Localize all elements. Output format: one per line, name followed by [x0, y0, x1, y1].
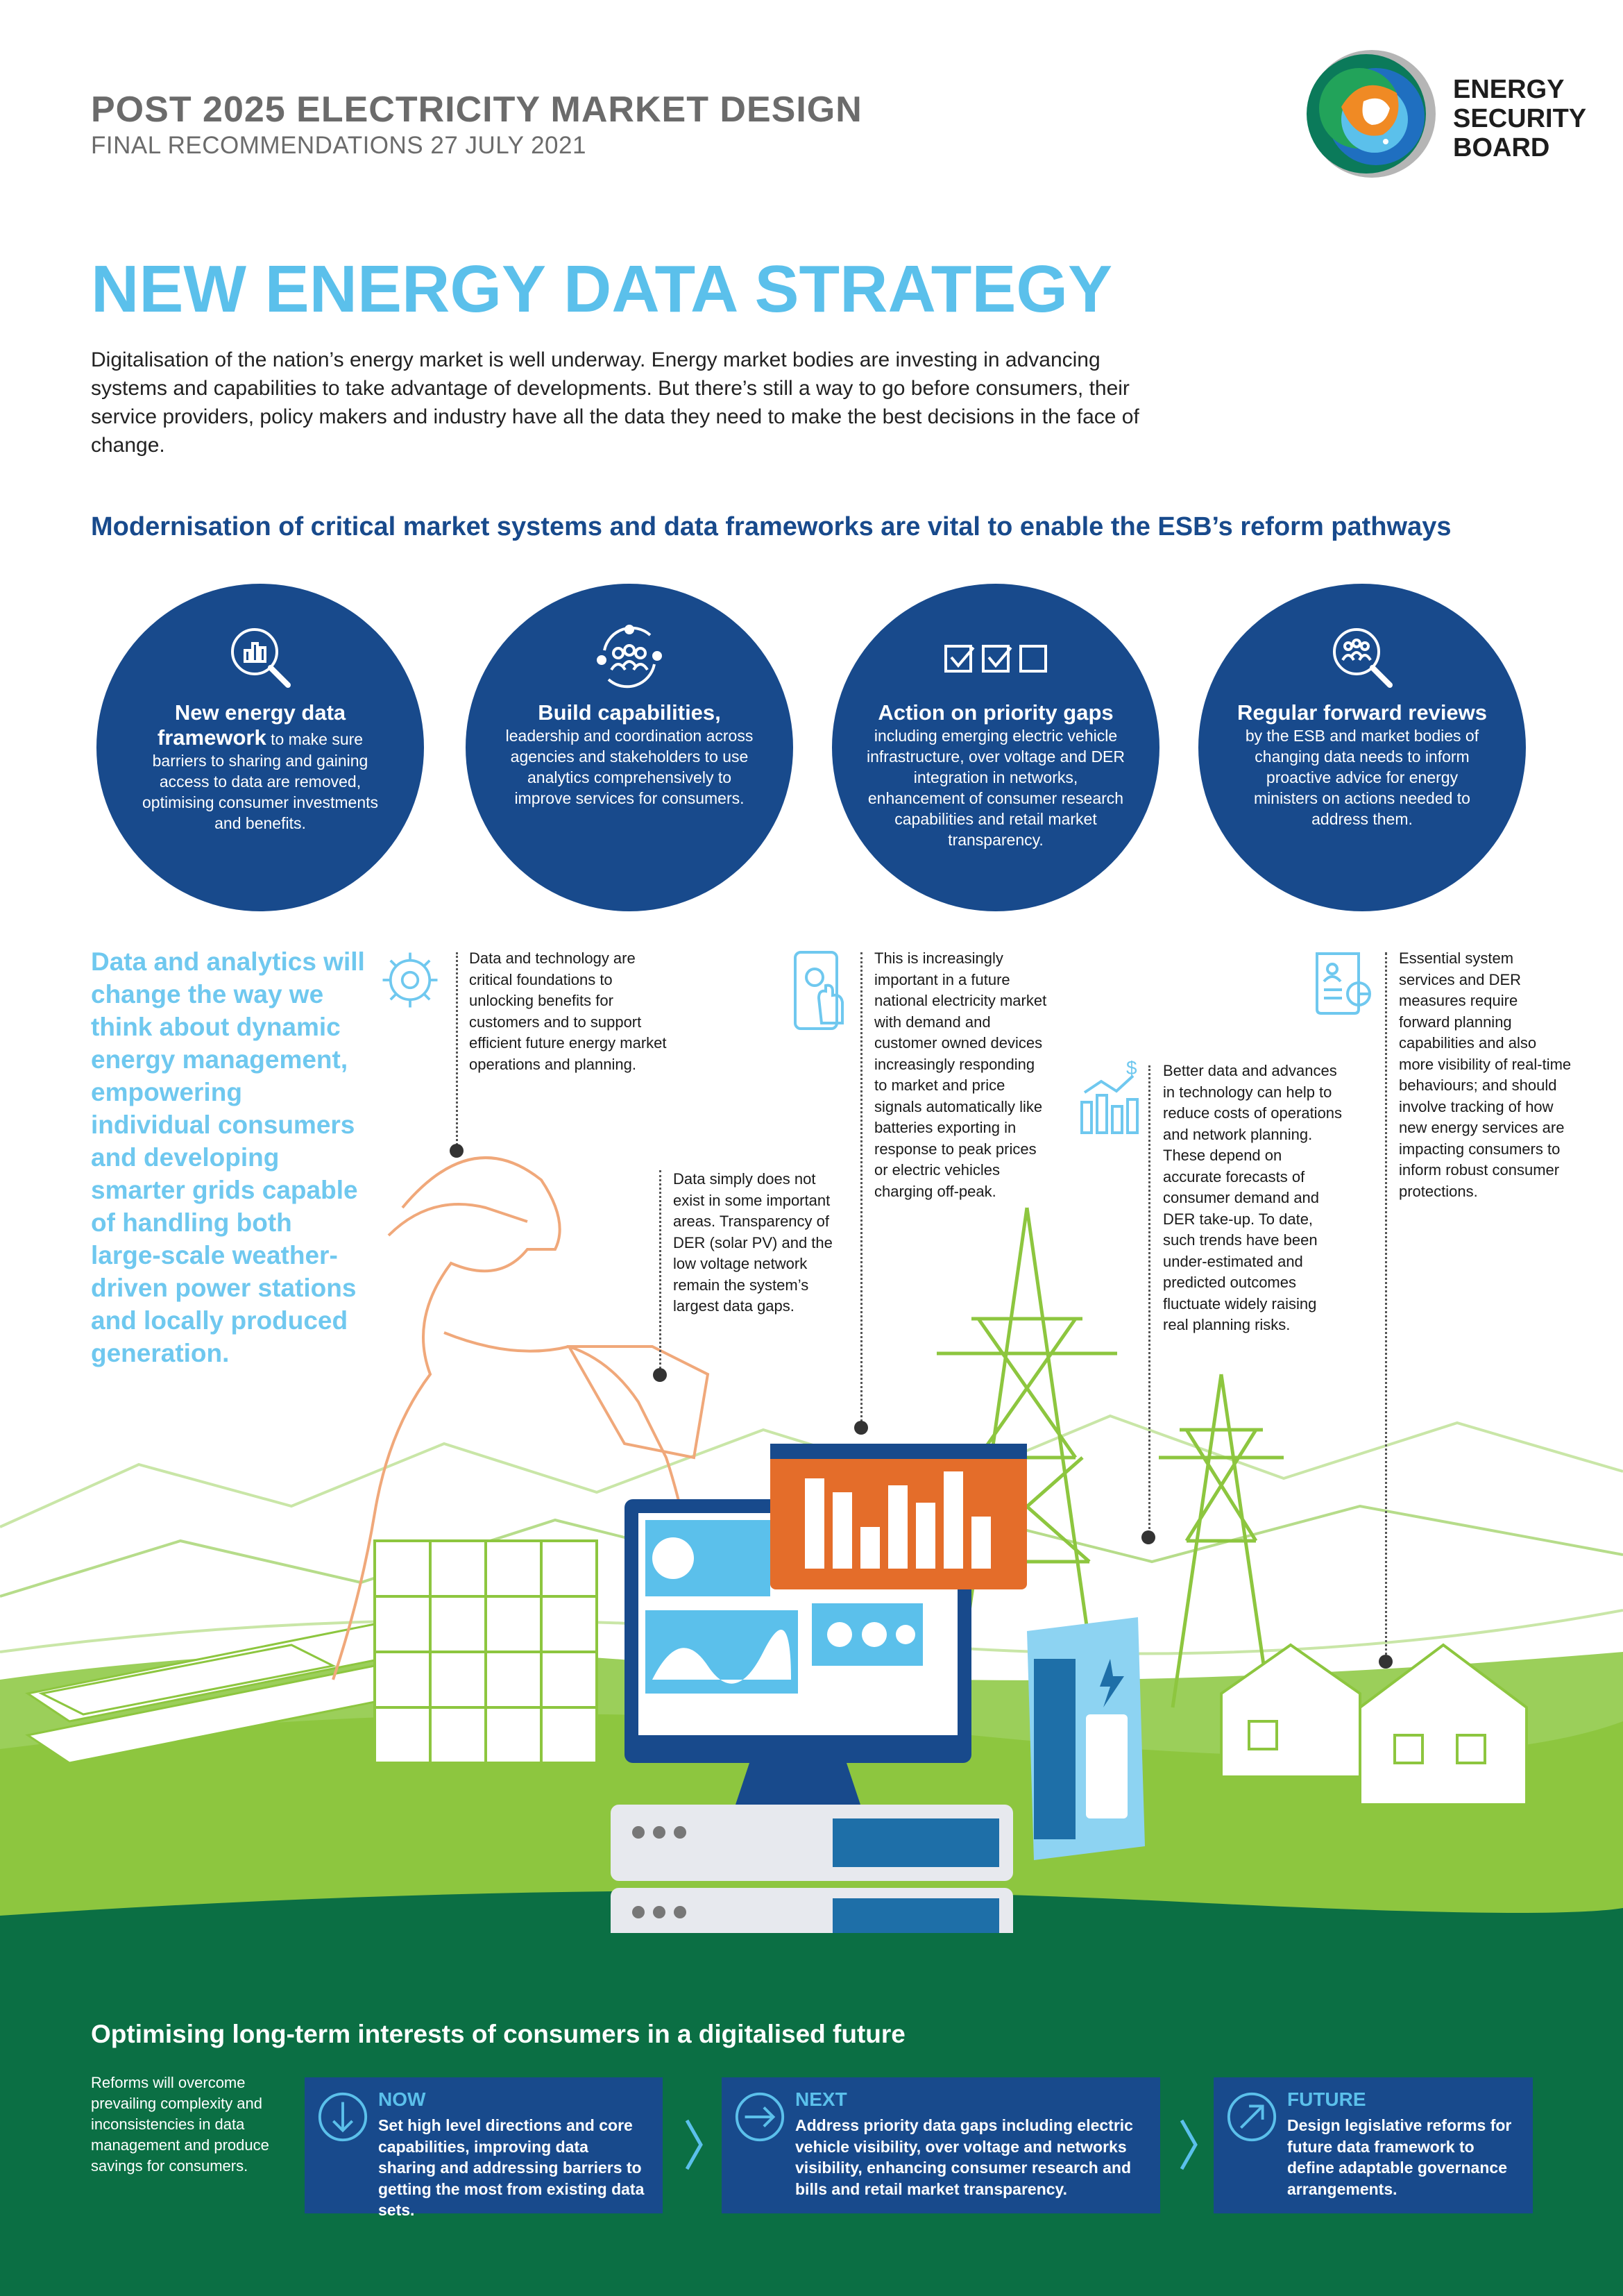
callout-dot — [450, 1144, 464, 1158]
chevron-right-icon — [1180, 2119, 1198, 2170]
arrow-up-right-circle-icon — [1227, 2092, 1277, 2142]
people-magnifier-icon — [1333, 628, 1393, 688]
note-demand-response: This is increasingly important in a futu… — [874, 949, 1047, 1200]
chevron-right-icon — [685, 2119, 703, 2170]
bottom-summary: Reforms will overcome prevailing complex… — [91, 2074, 269, 2175]
arrow-down-circle-icon — [318, 2092, 368, 2142]
stage-label: FUTURE — [1287, 2088, 1366, 2110]
pillar-title: Regular forward reviews — [1237, 700, 1488, 725]
svg-text:$: $ — [1126, 1061, 1137, 1079]
esb-logo-icon — [1307, 50, 1436, 178]
stage-text: Set high level directions and core capab… — [378, 2116, 645, 2219]
callout-dot — [653, 1368, 667, 1382]
callout-line — [456, 952, 458, 1149]
callout-line — [1148, 1065, 1150, 1537]
callout-dot — [1141, 1530, 1155, 1544]
bottom-heading: Optimising long-term interests of consum… — [91, 2020, 906, 2048]
note-system-services: Essential system services and DER measur… — [1399, 949, 1572, 1200]
lead-statement: Data and analytics will change the way w… — [91, 947, 365, 1367]
report-subtitle: FINAL RECOMMENDATIONS 27 JULY 2021 — [91, 132, 586, 159]
stage-next: NEXT Address priority data gaps includin… — [722, 2077, 1160, 2213]
phone-touch-icon — [794, 951, 844, 1030]
pillar-body: to make sure barriers to sharing and gai… — [142, 730, 379, 832]
houses — [1220, 1643, 1528, 1806]
pillar-body: including emerging electric vehicle infr… — [867, 727, 1125, 849]
cost-chart-icon: $ — [1080, 1061, 1139, 1134]
org-name-line-2: SECURITY — [1453, 104, 1587, 133]
pillar-text: New energy data framework to make sure b… — [131, 700, 389, 834]
document-chart-icon — [1316, 952, 1371, 1015]
pillar-body: by the ESB and market bodies of changing… — [1245, 727, 1479, 828]
pillar-title: Action on priority gaps — [878, 700, 1114, 725]
stage-future: FUTURE Design legislative reforms for fu… — [1214, 2077, 1533, 2213]
people-network-icon — [597, 625, 662, 689]
checkboxes-icon — [944, 645, 1047, 673]
data-monitors — [624, 1444, 1027, 1805]
engineer-figure — [332, 1156, 710, 1680]
callout-line — [659, 1170, 661, 1369]
stage-label: NOW — [378, 2088, 426, 2110]
intro-paragraph: Digitalisation of the nation’s energy ma… — [91, 348, 1139, 457]
stage-now: NOW Set high level directions and core c… — [305, 2077, 663, 2219]
pillar-title: Build capabilities, — [538, 700, 721, 725]
note-data-gaps: Data simply does not exist in some impor… — [673, 1170, 833, 1315]
gear-network-icon — [382, 952, 438, 1008]
callout-line — [1385, 952, 1387, 1660]
page-title: NEW ENERGY DATA STRATEGY — [91, 252, 1113, 326]
org-name-line-1: ENERGY — [1453, 75, 1565, 104]
report-title: POST 2025 ELECTRICITY MARKET DESIGN — [91, 90, 863, 130]
pillar-text: Build capabilities,leadership and coordi… — [500, 700, 758, 809]
office-building — [373, 1539, 598, 1764]
callout-line — [860, 952, 863, 1426]
chart-magnifier-icon — [231, 628, 291, 688]
solar-panels — [25, 1623, 419, 1764]
energy-landscape-illustration — [0, 1156, 1623, 1989]
battery-storage-icon — [1027, 1617, 1145, 1860]
note-forecasting: Better data and advances in technology c… — [1163, 1062, 1343, 1333]
stage-text: Design legislative reforms for future da… — [1287, 2116, 1512, 2198]
stage-label: NEXT — [795, 2088, 847, 2110]
org-name-line-3: BOARD — [1453, 133, 1550, 162]
section-heading: Modernisation of critical market systems… — [91, 512, 1452, 541]
arrow-right-circle-icon — [735, 2092, 785, 2142]
pillar-body: leadership and coordination across agenc… — [505, 727, 754, 807]
callout-dot — [1379, 1655, 1393, 1669]
pillar-build-capabilities: Build capabilities,leadership and coordi… — [466, 584, 793, 911]
pillar-data-framework: New energy data framework to make sure b… — [96, 584, 424, 911]
org-name: ENERGY SECURITY BOARD — [1453, 75, 1586, 162]
note-foundations: Data and technology are critical foundat… — [469, 949, 667, 1073]
stage-text: Address priority data gaps including ele… — [795, 2116, 1133, 2198]
pillar-title: New energy data framework — [157, 700, 346, 750]
callout-dot — [854, 1421, 868, 1435]
